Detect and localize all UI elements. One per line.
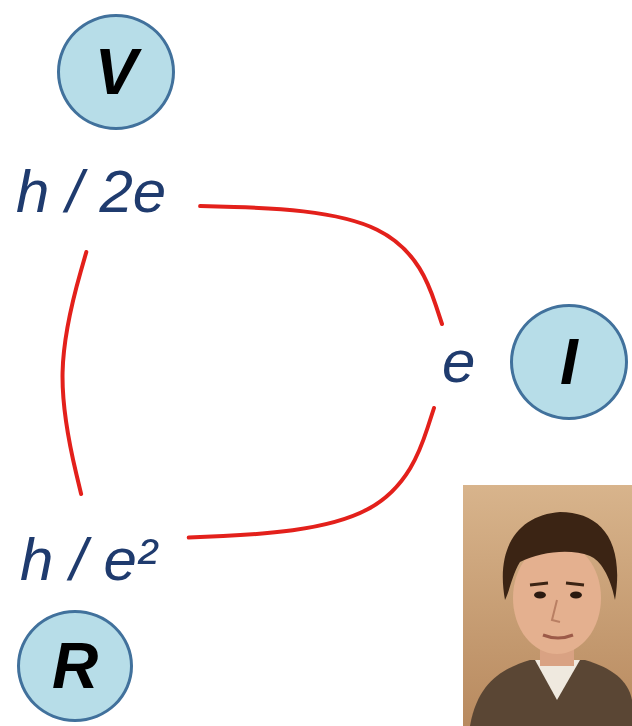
relation-curve	[63, 252, 87, 494]
quantity-symbol: R	[52, 634, 98, 698]
left-eye	[534, 592, 546, 599]
jacket	[470, 660, 632, 726]
photo-background	[463, 485, 632, 726]
constant-label: h / 2e	[12, 160, 170, 224]
relation-curve	[189, 408, 434, 538]
quantity-circle: V	[57, 14, 175, 130]
right-eye	[570, 592, 582, 599]
nose	[552, 600, 560, 622]
constant-text: h / e²	[20, 530, 157, 590]
mouth	[543, 635, 573, 638]
relation-curve	[200, 206, 442, 324]
constant-text: e	[442, 332, 475, 392]
quantity-symbol: I	[560, 330, 578, 394]
constant-label: h / e²	[16, 528, 161, 592]
constant-label: e	[438, 330, 479, 394]
quantity-circle: I	[510, 304, 628, 420]
quantity-circle: R	[17, 610, 133, 722]
eyebrows	[530, 583, 584, 585]
quantity-symbol: V	[95, 40, 138, 104]
hair	[503, 512, 617, 600]
constant-text: h / 2e	[16, 162, 166, 222]
